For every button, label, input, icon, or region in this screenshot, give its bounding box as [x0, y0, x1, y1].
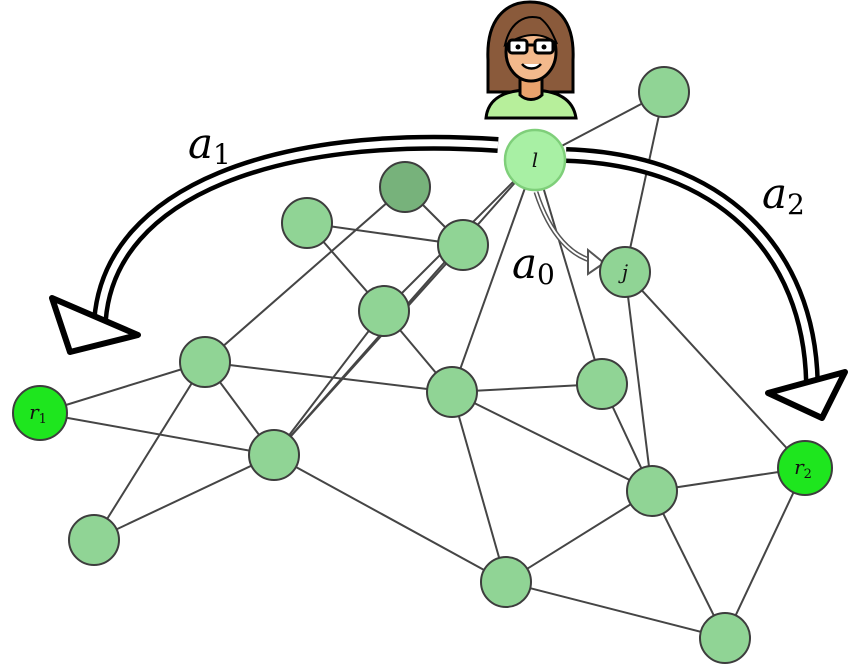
- arrow-a2: [565, 147, 848, 421]
- graph-node: [437, 219, 489, 271]
- graph-node: [248, 429, 300, 481]
- node-r1: r1: [12, 385, 68, 441]
- graph-edge: [724, 467, 806, 639]
- graph-edge: [451, 391, 653, 492]
- graph-edge: [273, 454, 507, 583]
- graph-edge: [651, 490, 726, 639]
- graph-node: [68, 514, 120, 566]
- arrow-a1: [49, 134, 499, 355]
- graph-edge: [306, 222, 464, 246]
- graph-edge: [451, 391, 507, 583]
- graph-node: [480, 556, 532, 608]
- graph-node: [281, 197, 333, 249]
- graph-edge: [39, 412, 275, 456]
- graph-edge: [273, 244, 464, 456]
- woman-with-glasses-icon: [484, 0, 578, 120]
- arrow-a2-label: a2: [762, 169, 805, 221]
- node-r1-sub: 1: [39, 412, 47, 427]
- nodes: [68, 66, 751, 664]
- node-l-label: l: [532, 148, 538, 172]
- graph-edge: [624, 271, 806, 469]
- graph-node: [626, 465, 678, 517]
- svg-text:r2: r2: [794, 455, 812, 482]
- graph-edge: [624, 91, 665, 273]
- graph-edge: [505, 581, 726, 639]
- graph-node: [699, 612, 751, 664]
- graph-node: [179, 336, 231, 388]
- node-l: l: [503, 128, 567, 192]
- node-r2: r2: [777, 440, 833, 496]
- node-j-label: j: [618, 260, 628, 284]
- graph-edge: [534, 159, 603, 385]
- svg-text:r1: r1: [29, 400, 47, 427]
- graph-edge: [39, 361, 206, 414]
- graph-edge: [624, 271, 653, 492]
- graph-edge: [93, 361, 206, 541]
- arrow-a1-label: a1: [188, 119, 231, 171]
- node-r1-label: r: [29, 400, 40, 424]
- graph-node: [576, 358, 628, 410]
- node-r2-sub: 2: [804, 467, 812, 482]
- graph-node: [379, 161, 431, 213]
- graph-edge: [204, 361, 453, 393]
- graph-edge: [451, 159, 536, 393]
- graph-node: [358, 285, 410, 337]
- arrow-a0: [533, 191, 606, 276]
- graph-edge: [273, 310, 385, 456]
- node-j: j: [599, 246, 651, 298]
- graph-edge: [93, 454, 275, 541]
- graph-node: [426, 366, 478, 418]
- graph-node: [638, 66, 690, 118]
- node-r2-label: r: [794, 455, 805, 479]
- arrow-a0-label: a0: [512, 239, 555, 291]
- graph-edge: [505, 490, 653, 583]
- graph-edge: [204, 186, 406, 363]
